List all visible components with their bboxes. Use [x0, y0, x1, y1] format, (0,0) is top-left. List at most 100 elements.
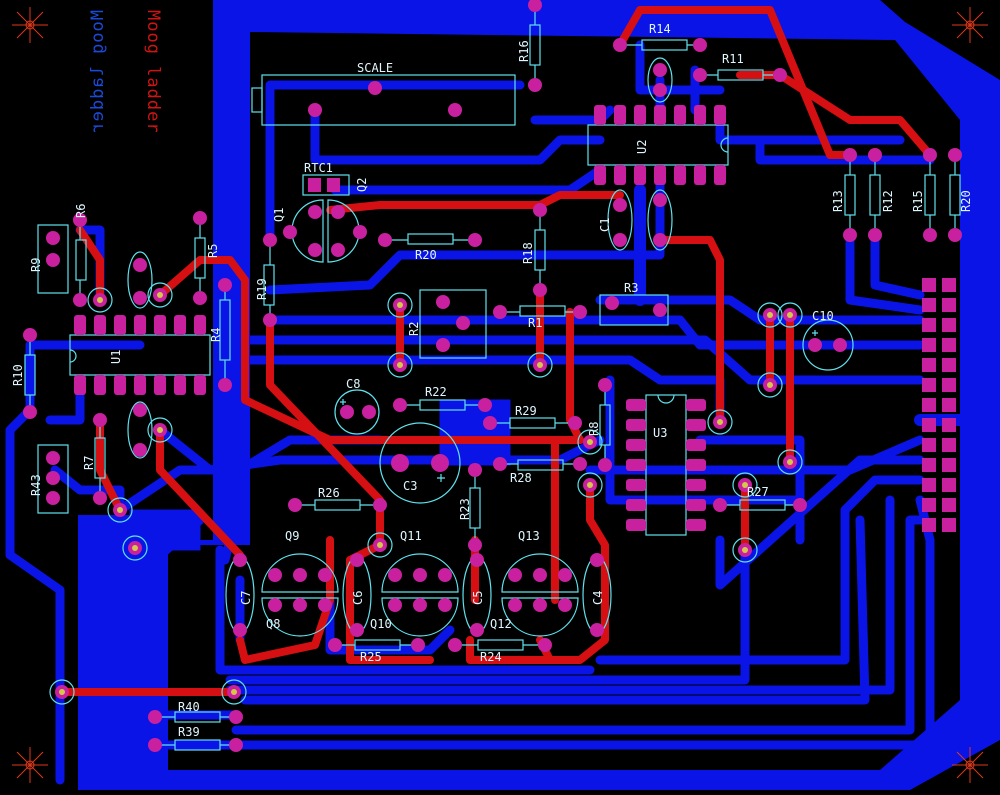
- label-r27: R27: [747, 485, 769, 499]
- trace-t18: [236, 536, 334, 664]
- u2-notch: [720, 137, 729, 153]
- pads-layer: [23, 0, 962, 752]
- label-r26: R26: [318, 486, 340, 500]
- trace-b30: [845, 235, 925, 315]
- label-r19: R19: [255, 278, 269, 300]
- trace-b21: [225, 495, 895, 695]
- u3-pads: [626, 399, 706, 531]
- q10-outline: [381, 597, 459, 637]
- trace-t16: [466, 481, 609, 664]
- label-c7: C7: [239, 591, 253, 605]
- via-rings: [49, 282, 803, 705]
- label-r18: R18: [521, 242, 535, 264]
- label-r7: R7: [82, 456, 96, 470]
- r19-body: [263, 264, 275, 306]
- r9-outline: [37, 224, 69, 294]
- u3-notch: [657, 394, 675, 404]
- title-top: Moog ladder: [143, 10, 163, 134]
- label-r13: R13: [831, 190, 845, 212]
- u2-pads: [594, 105, 726, 185]
- trace-b11: [220, 335, 925, 385]
- trace-b3: [330, 165, 605, 195]
- label-r5: R5: [206, 244, 220, 258]
- label-r43: R43: [29, 474, 43, 496]
- label-c8: C8: [346, 377, 360, 391]
- label-c3: C3: [403, 479, 417, 493]
- r1-body: [519, 305, 566, 317]
- label-r20b: R20: [959, 190, 973, 212]
- label-r3: R3: [624, 281, 638, 295]
- label-r15: R15: [911, 190, 925, 212]
- trace-b7: [265, 175, 665, 295]
- ground-pour-strip: [439, 399, 511, 466]
- q9-outline: [261, 553, 339, 593]
- label-q12: Q12: [490, 617, 512, 631]
- round-pads: [23, 0, 962, 752]
- c3-plus: [437, 474, 445, 482]
- r28-body: [517, 459, 564, 471]
- trace-b31: [870, 235, 925, 300]
- label-c4: C4: [591, 591, 605, 605]
- title-bottom-mirrored: Moog ladder: [88, 10, 108, 134]
- via-centers: [59, 292, 793, 695]
- label-r1: R1: [528, 316, 542, 330]
- c8-outline: [334, 389, 380, 435]
- r2-outline: [419, 289, 487, 359]
- r43-outline: [37, 444, 69, 514]
- trace-t7: [266, 316, 384, 549]
- c3-outline: [379, 422, 461, 504]
- trace-b29: [150, 515, 205, 720]
- label-c10: C10: [812, 309, 834, 323]
- label-q9: Q9: [285, 529, 299, 543]
- label-r14: R14: [649, 22, 671, 36]
- label-r22: R22: [425, 385, 447, 399]
- label-r23: R23: [458, 498, 472, 520]
- label-r10: R10: [11, 364, 25, 386]
- trace-b33: [215, 545, 595, 675]
- trace-b22: [595, 475, 925, 665]
- corner-mark-br: [952, 747, 988, 783]
- label-scale: SCALE: [357, 61, 393, 75]
- label-q1: Q1: [272, 208, 286, 222]
- label-r11: R11: [722, 52, 744, 66]
- rtc1-pad-1: [308, 178, 321, 192]
- label-q2: Q2: [355, 178, 369, 192]
- label-c5: C5: [471, 591, 485, 605]
- r20a-body: [407, 233, 454, 245]
- trace-b2: [310, 105, 605, 165]
- label-u3: U3: [653, 426, 667, 440]
- corner-mark-bl: [12, 747, 48, 783]
- label-r28: R28: [510, 471, 532, 485]
- c10-plus: [812, 330, 818, 336]
- trace-t5: [76, 226, 104, 304]
- label-r6: R6: [74, 204, 88, 218]
- trace-t6: [156, 256, 584, 444]
- label-q13: Q13: [518, 529, 540, 543]
- trace-t8: [156, 426, 244, 559]
- label-r40: R40: [178, 700, 200, 714]
- polarity-marks: [340, 330, 818, 482]
- label-q10: Q10: [370, 617, 392, 631]
- corner-marks: [12, 7, 988, 783]
- label-r39: R39: [178, 725, 200, 739]
- trace-t4: [656, 236, 724, 424]
- u2-cap: [647, 57, 673, 103]
- label-u2: U2: [635, 140, 649, 154]
- label-r9: R9: [29, 258, 43, 272]
- label-r8: R8: [587, 422, 601, 436]
- trace-b23: [231, 515, 925, 735]
- trace-b8: [595, 295, 925, 325]
- label-r16: R16: [517, 40, 531, 62]
- corner-mark-tl: [12, 7, 48, 43]
- label-rtc1: RTC1: [304, 161, 333, 175]
- c10-outline: [802, 319, 854, 371]
- rtc1-pad-2: [327, 178, 340, 192]
- label-r25: R25: [360, 650, 382, 664]
- label-r20a: R20: [415, 248, 437, 262]
- u1-pads: [74, 315, 206, 395]
- rtc1-outline: [302, 174, 350, 196]
- label-u1: U1: [109, 350, 123, 364]
- scale-tab: [251, 87, 263, 113]
- component-labels: SCALE RTC1 Q1 Q2 R16 R14 R11 U2 C1 R18 R…: [11, 22, 973, 739]
